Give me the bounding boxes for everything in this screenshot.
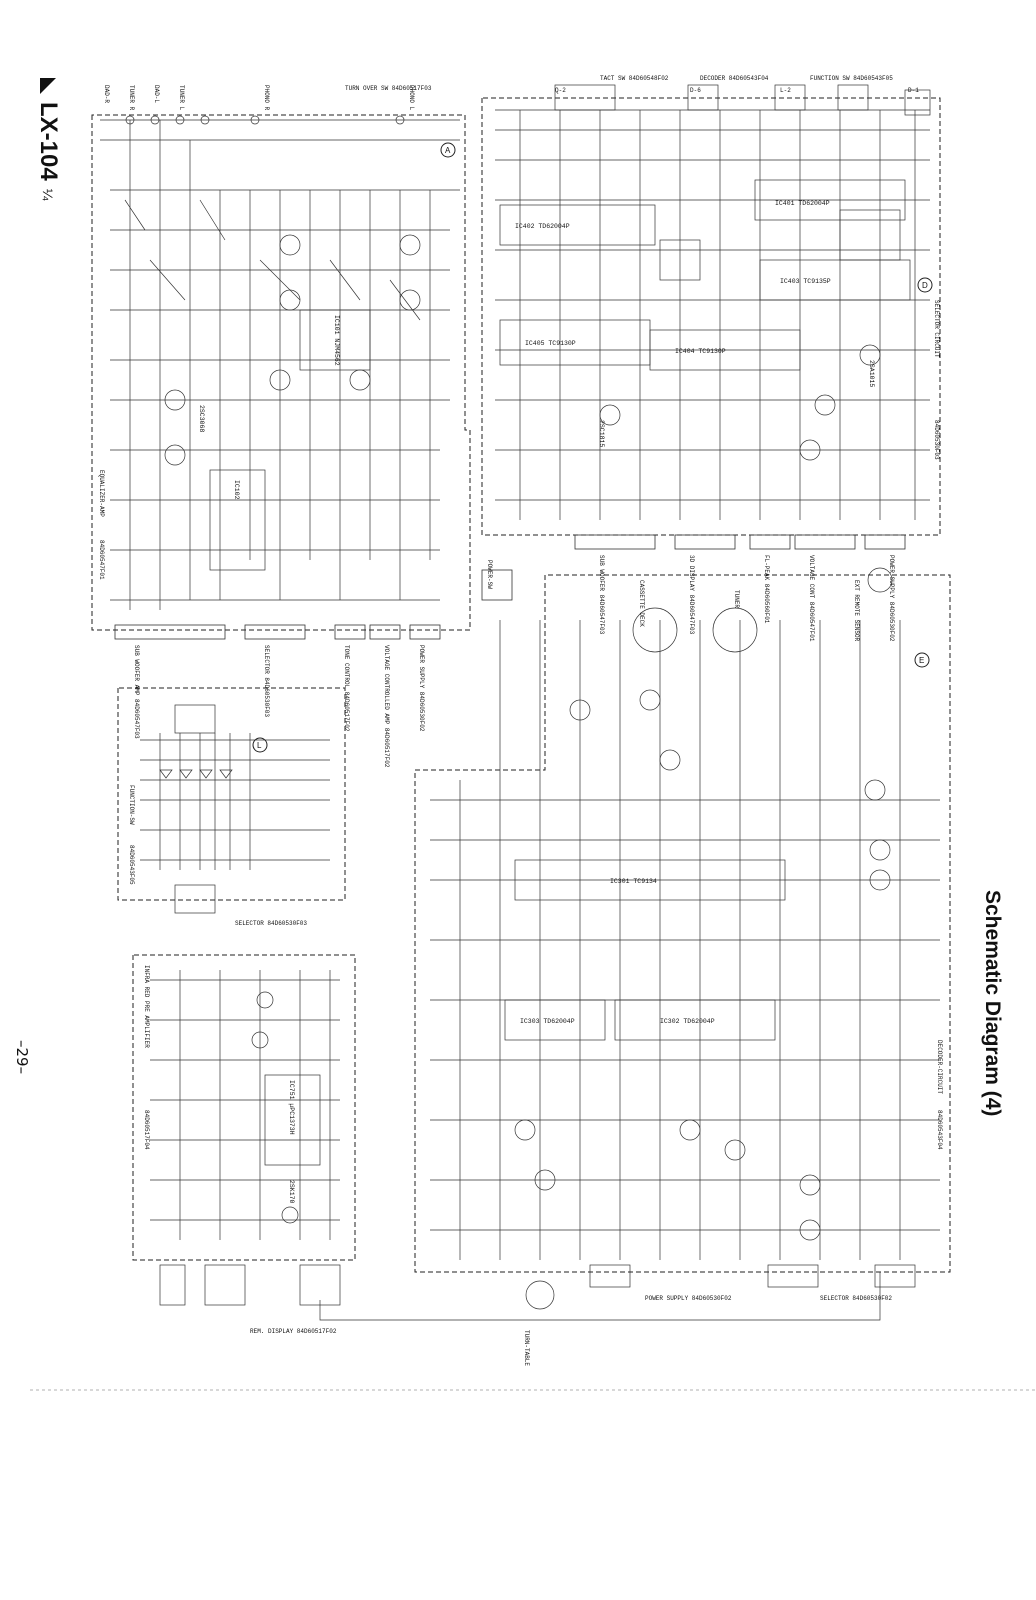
conn-bottom-0: REM. DISPLAY 84D60517F02: [250, 1328, 337, 1335]
block-L-border: [117, 687, 346, 901]
conn-bottom-1: POWER SUPPLY 84D60530F02: [645, 1295, 732, 1302]
input-5: PHONO L: [408, 85, 415, 111]
block-A-label: A: [445, 146, 451, 155]
input-0: DAD-R: [103, 85, 110, 103]
input-1: TUNER R: [128, 85, 135, 111]
conn-top-0: Q-2: [555, 87, 566, 94]
input-2: DAD-L: [153, 85, 160, 103]
transistor-3: 2SK170: [288, 1180, 295, 1204]
block-E-part: 84D60543F04: [936, 1110, 943, 1150]
ic-2: IC401 TD62004P: [775, 200, 830, 207]
conn-left-0: SUB WOOFER AMP 84D60547F03: [133, 645, 140, 739]
device-tuner: TUNER: [733, 590, 740, 608]
conn-top-3: D-1: [908, 87, 919, 94]
block-A-border: [91, 114, 471, 631]
ic-6: IC405 TC9130P: [525, 340, 576, 347]
block-D-wiring: [495, 84, 931, 520]
block-D-border: [481, 97, 941, 536]
ic-1: IC102: [233, 480, 240, 500]
conn-mid-1: 3D DISPLAY 84D60547F03: [688, 555, 695, 635]
block-IR-part: 84D60517F04: [143, 1110, 150, 1150]
block-IR-name: INFRA RED PRE AMPLIFIER: [143, 965, 150, 1048]
switch-decoder: DECODER 84D60543F04: [700, 75, 769, 82]
conn-mid-2: FL-PEAK 84D60560F01: [763, 555, 770, 624]
device-turntable: TURN-TABLE: [523, 1330, 530, 1366]
switch-power: POWER-SW: [486, 560, 493, 589]
block-E-wiring: [430, 567, 940, 1310]
block-A-name: EQUALIZER-AMP: [98, 470, 105, 517]
conn-top-2: L-2: [780, 87, 791, 94]
ic-0: IC101 NJM4562: [333, 315, 340, 366]
block-E-label: E: [919, 656, 924, 665]
conn-left-4: POWER SUPPLY 84D60530F02: [418, 645, 425, 732]
block-D-part: 84D60530F03: [933, 420, 940, 460]
block-E-name: DECODER-CIRCUIT: [936, 1040, 943, 1094]
conn-mid-3: VOLTAGE CONT 84D60547F01: [808, 555, 815, 642]
ic-9: IC303 TD62004P: [520, 1018, 575, 1025]
block-L-wiring: [140, 704, 330, 914]
ic-4: IC403 TC9135P: [780, 278, 831, 285]
ic-8: IC302 TD62004P: [660, 1018, 715, 1025]
block-IR-wiring: [150, 970, 881, 1321]
block-E-border: [414, 574, 951, 1273]
block-L-label: L: [257, 741, 262, 750]
conn-top-1: D-6: [690, 87, 701, 94]
conn-left-2: TONE CONTROL 84D60517F02: [343, 645, 350, 732]
block-A-wiring: [100, 115, 460, 610]
ic-5: IC404 TC9130P: [675, 348, 726, 355]
block-IR-border: [132, 954, 356, 1261]
switch-function: FUNCTION SW 84D60543F05: [810, 75, 893, 82]
input-3: TUNER L: [178, 85, 185, 111]
input-4: PHONO R: [263, 85, 270, 111]
conn-mid-0: SUB WOOFER 84D60547F03: [598, 555, 605, 635]
conn-mid-4: POWER SUPPLY 84D60530F02: [888, 555, 895, 642]
transistor-2: 2SA1015: [868, 360, 875, 387]
switch-turn-over: TURN OVER SW 84D60517F03: [345, 85, 432, 92]
transistor-1: 2SC1815: [598, 420, 605, 447]
transistor-0: 2SC3068: [198, 405, 205, 432]
block-A-part: 84D60547F01: [98, 540, 105, 580]
block-D-name: SELECTOR CIRCUIT: [933, 300, 940, 358]
conn-left-3: VOLTAGE CONTROLLED AMP 84D60517F02: [383, 645, 390, 768]
ic-10: IC751 µPC1373H: [288, 1080, 295, 1135]
block-L-part: 84D60543F05: [128, 845, 135, 885]
conn-bottom-2: SELECTOR 84D60530F02: [820, 1295, 892, 1302]
block-D-label: D: [922, 281, 928, 290]
switch-tact: TACT SW 84D60548F02: [600, 75, 669, 82]
device-cassette: CASSETTE DECK: [638, 580, 645, 627]
middle-connectors: [114, 534, 906, 640]
conn-left-1: SELECTOR 84D60530F03: [263, 645, 270, 717]
block-L-name: FUNCTION-SW: [128, 785, 135, 825]
ic-7: IC301 TC9134: [610, 878, 657, 885]
device-remote-sensor: EXT REMOTE SENSOR: [853, 580, 860, 642]
ic-3: IC402 TD62004P: [515, 223, 570, 230]
conn-bottom-3: SELECTOR 84D60530F03: [235, 920, 307, 927]
